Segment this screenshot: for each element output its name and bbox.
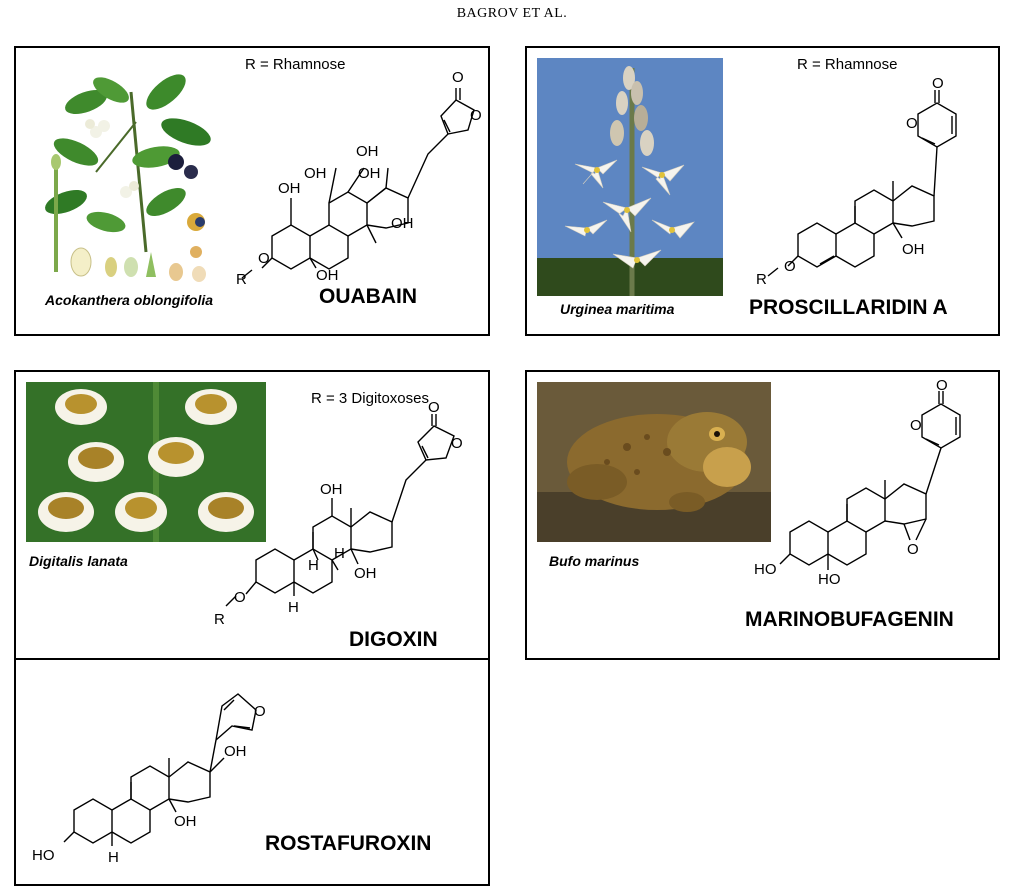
species-name: Digitalis lanata [29, 553, 128, 569]
photo-urginea [537, 58, 723, 296]
label-o: O [254, 703, 266, 720]
label-o: O [258, 250, 270, 267]
label-o: O [428, 399, 440, 416]
compound-name: ROSTAFUROXIN [265, 832, 432, 855]
rostafuroxin-structure: O OH OH HO H [32, 693, 266, 866]
label-oh: OH [174, 813, 197, 830]
compound-name: OUABAIN [319, 285, 417, 308]
label-oh: OH [224, 743, 247, 760]
species-name: Urginea maritima [560, 301, 675, 317]
label-o: O [234, 589, 246, 606]
compound-name: PROSCILLARIDIN A [749, 296, 948, 319]
plant-illustration-acokanthera [36, 62, 216, 282]
panel-ouabain: R = Rhamnose Acokanthera oblongifolia OU… [14, 46, 490, 336]
label-o: O [932, 75, 944, 92]
label-oh: OH [902, 241, 925, 258]
label-o: O [907, 541, 919, 558]
label-r: R [756, 271, 767, 288]
plant-drawing [45, 74, 211, 282]
label-oh: OH [320, 481, 343, 498]
label-oh: OH [356, 143, 379, 160]
r-group-label: R = Rhamnose [797, 56, 898, 73]
marinobufagenin-structure: HO HO O O O [754, 377, 961, 588]
steroid-skeleton [767, 90, 957, 277]
digoxin-structure: OH OH H H H O O O R [214, 399, 463, 628]
panel-digoxin: R = 3 Digitoxoses Digitalis lanata DIGOX… [14, 370, 490, 660]
ouabain-structure: OH OH OH OH OH OH O O O R [236, 69, 482, 288]
steroid-skeleton [241, 88, 475, 279]
steroid-skeleton [779, 391, 961, 570]
label-o: O [784, 258, 796, 275]
label-o: O [936, 377, 948, 394]
steroid-skeleton [225, 414, 455, 607]
label-o: O [451, 435, 463, 452]
label-ho: HO [32, 847, 55, 864]
label-oh: OH [358, 165, 381, 182]
label-oh: OH [354, 565, 377, 582]
label-o: O [906, 115, 918, 132]
r-group-label: R = Rhamnose [245, 56, 346, 73]
species-name: Acokanthera oblongifolia [45, 292, 214, 308]
label-o: O [452, 69, 464, 86]
compound-name: MARINOBUFAGENIN [745, 608, 954, 631]
label-oh: OH [391, 215, 414, 232]
label-h: H [288, 599, 299, 616]
foxglove-drawing [26, 382, 266, 542]
label-r: R [236, 271, 247, 288]
species-name: Bufo marinus [549, 553, 640, 569]
label-h: H [308, 557, 319, 574]
page-header: BAGROV ET AL. [456, 6, 568, 21]
proscillaridin-structure: OH O O O R [756, 75, 957, 288]
panel-proscillaridin: R = Rhamnose Urginea maritima PROSCILLAR… [525, 46, 1000, 336]
flower-drawing [537, 58, 723, 296]
photo-bufo [537, 382, 771, 542]
label-oh: OH [278, 180, 301, 197]
panel-marinobufagenin: Bufo marinus MARINOBUFAGENIN HO HO O O [525, 370, 1000, 660]
steroid-skeleton [63, 693, 257, 846]
label-oh: OH [304, 165, 327, 182]
label-oh: OH [316, 267, 339, 284]
toad-drawing [537, 382, 771, 542]
r-group-label: R = 3 Digitoxoses [311, 390, 429, 407]
photo-digitalis [26, 382, 266, 542]
label-r: R [214, 611, 225, 628]
label-h: H [334, 545, 345, 562]
label-o: O [470, 107, 482, 124]
panel-rostafuroxin: ROSTAFUROXIN O OH OH HO H [14, 658, 490, 886]
compound-name: DIGOXIN [349, 628, 438, 651]
label-ho: HO [754, 561, 777, 578]
label-o: O [910, 417, 922, 434]
label-h: H [108, 849, 119, 866]
label-ho: HO [818, 571, 841, 588]
